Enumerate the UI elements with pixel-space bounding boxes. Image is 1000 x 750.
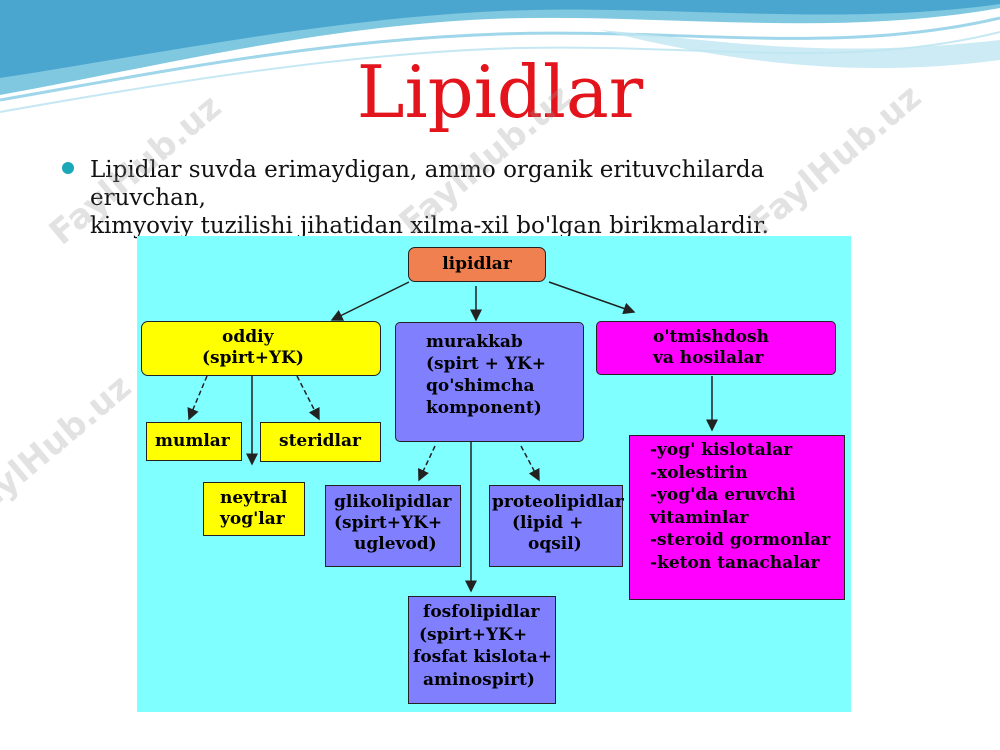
node-line: aminospirt) (423, 669, 535, 690)
node-fosfolipidlar: fosfolipidlar (spirt+YK+ fosfat kislota+… (408, 596, 556, 704)
slide-title: Lipidlar (356, 50, 644, 134)
bullet-text: Lipidlar suvda erimaydigan, ammo organik… (90, 156, 900, 240)
node-line: vitaminlar (650, 507, 749, 528)
node-line: lipidlar (442, 254, 512, 274)
node-line: fosfolipidlar (423, 602, 540, 622)
node-line: (spirt + YK+ (426, 354, 547, 374)
node-murakkab: murakkab (spirt + YK+ qo'shimcha kompone… (395, 322, 584, 442)
node-line: (spirt+YK+ (419, 624, 528, 645)
node-glikolipidlar: glikolipidlar (spirt+YK+ uglevod) (325, 485, 461, 567)
bullet-line: kimyoviy tuzilishi jihatidan xilma-xil b… (90, 213, 769, 239)
header-waves (0, 0, 1000, 113)
node-line: mumlar (155, 431, 230, 451)
node-otmishdosh: o'tmishdosh va hosilalar (596, 321, 836, 375)
node-line: (spirt+YK) (202, 348, 304, 368)
node-line: steridlar (279, 431, 361, 451)
node-line: va hosilalar (653, 348, 764, 368)
node-oddiy: oddiy (spirt+YK) (141, 321, 381, 376)
node-line: oqsil) (528, 534, 582, 554)
bullet-line: eruvchan, (90, 185, 206, 211)
node-line: (spirt+YK+ (334, 513, 443, 533)
bullet-line: Lipidlar suvda erimaydigan, ammo organik… (90, 157, 765, 183)
node-line: murakkab (426, 332, 523, 352)
diagram-connectors (187, 281, 718, 593)
watermark: FaylHub.uz (0, 366, 140, 534)
node-line: -xolestirin (650, 462, 748, 483)
node-line: (lipid + (512, 513, 584, 533)
node-line: fosfat kislota+ (413, 647, 553, 667)
node-proteolipidlar: proteolipidlar (lipid + oqsil) (489, 485, 624, 567)
lipid-classification-diagram: lipidlar oddiy (spirt+YK) murakkab (spir… (137, 236, 851, 712)
bullet-dot-icon (62, 162, 74, 174)
node-hosilalar: -yog' kislotalar -xolestirin -yog'da eru… (629, 435, 845, 600)
node-line: glikolipidlar (334, 492, 452, 512)
node-line: proteolipidlar (492, 492, 624, 512)
node-line: neytral (220, 488, 288, 508)
node-line: qo'shimcha (426, 376, 535, 396)
node-line: oddiy (222, 327, 274, 347)
node-line: komponent) (426, 398, 542, 418)
node-mumlar: mumlar (146, 422, 242, 461)
node-line: -steroid gormonlar (650, 530, 831, 550)
node-line: -yog'da eruvchi (650, 485, 796, 505)
node-line: yog'lar (220, 509, 285, 529)
node-steridlar: steridlar (260, 422, 381, 462)
node-line: uglevod) (354, 534, 437, 554)
node-line: o'tmishdosh (653, 327, 769, 347)
node-line: -keton tanachalar (650, 552, 820, 573)
node-line: -yog' kislotalar (650, 440, 793, 460)
node-neytral: neytral yog'lar (203, 482, 305, 536)
node-lipidlar: lipidlar (408, 247, 546, 282)
